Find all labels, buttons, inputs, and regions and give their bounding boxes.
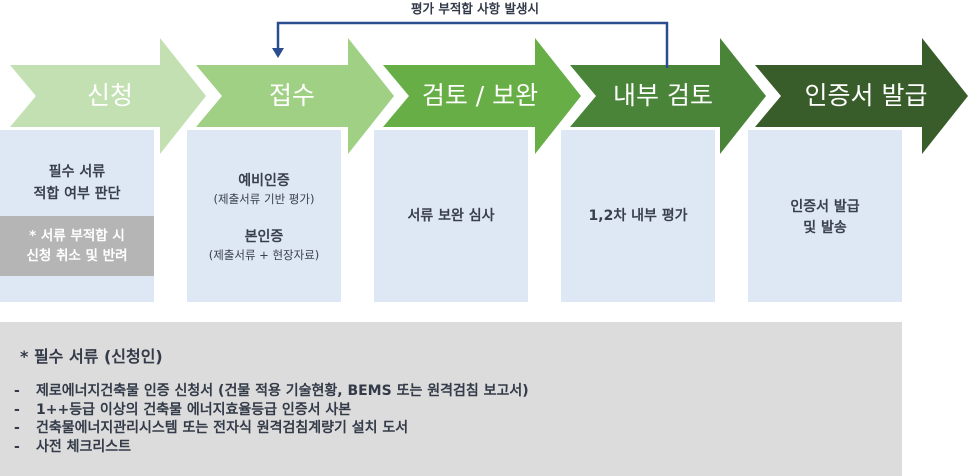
list-item: -제로에너지건축물 인증 신청서 (건물 적용 기술현황, BEMS 또는 원격… (14, 382, 529, 401)
bullet-dash: - (14, 383, 20, 399)
step-label-issue: 인증서 발급 (804, 81, 928, 110)
box-line: 본인증 (244, 229, 284, 245)
step-arrow-apply (10, 38, 206, 154)
step-arrow-receipt (196, 38, 394, 154)
step-label-apply: 신청 (86, 81, 133, 110)
bullet-dash: - (14, 420, 20, 436)
list-item: -사전 체크리스트 (14, 438, 529, 457)
step-box-internal-review: 1,2차 내부 평가 (561, 130, 715, 302)
list-item: -건축물에너지관리시스템 또는 전자식 원격검침계량기 설치 도서 (14, 419, 529, 438)
box-line: 서류 보완 심사 (407, 208, 495, 224)
bullet-dash: - (14, 438, 20, 455)
step-box-receipt: 예비인증 (제출서류 기반 평가) 본인증 (제출서류 + 현장자료) (187, 130, 341, 302)
note-line: * 서류 부적합 시 (29, 228, 125, 244)
step-label-receipt: 접수 (268, 81, 315, 110)
step-arrow-internal-review (570, 38, 766, 154)
step-arrow-review (383, 38, 581, 154)
step-label-review: 검토 / 보완 (421, 81, 539, 110)
box-line: 필수 서류 (48, 164, 106, 180)
box-line: (제출서류 기반 평가) (213, 192, 315, 206)
box-line: 및 발송 (803, 220, 847, 236)
step-box-issue: 인증서 발급 및 발송 (748, 130, 902, 302)
box-line: 적합 여부 판단 (33, 186, 121, 202)
feedback-loop-line (276, 21, 669, 68)
list-item: -1++등급 이상의 건축물 에너지효율등급 인증서 사본 (14, 401, 529, 420)
list-item-text: 건축물에너지관리시스템 또는 전자식 원격검침계량기 설치 도서 (36, 420, 409, 436)
box-line: 인증서 발급 (790, 199, 860, 215)
note-line: 신청 취소 및 반려 (26, 248, 128, 264)
box-line: 예비인증 (238, 173, 290, 189)
box-line: (제출서류 + 현장자료) (208, 248, 320, 262)
feedback-label: 평가 부적합 사항 발생시 (410, 1, 540, 16)
step-box-review: 서류 보완 심사 (374, 130, 528, 302)
list-item-text: 제로에너지건축물 인증 신청서 (건물 적용 기술현황, BEMS 또는 원격검… (36, 383, 529, 399)
list-item-text: 1++등급 이상의 건축물 에너지효율등급 인증서 사본 (36, 401, 352, 418)
list-item-text: 사전 체크리스트 (36, 438, 132, 455)
required-documents-panel: * 필수 서류 (신청인) -제로에너지건축물 인증 신청서 (건물 적용 기술… (0, 322, 902, 476)
process-arrows (10, 21, 968, 154)
bullet-dash: - (14, 401, 20, 418)
rejection-note: * 서류 부적합 시 신청 취소 및 반려 (0, 216, 154, 276)
feedback-loop-arrowhead (272, 48, 284, 58)
box-line: 1,2차 내부 평가 (588, 208, 688, 224)
step-label-internal-review: 내부 검토 (613, 81, 713, 110)
required-documents-list: -제로에너지건축물 인증 신청서 (건물 적용 기술현황, BEMS 또는 원격… (14, 382, 529, 456)
required-documents-title: * 필수 서류 (신청인) (20, 347, 163, 366)
step-arrow-issue (755, 38, 968, 154)
